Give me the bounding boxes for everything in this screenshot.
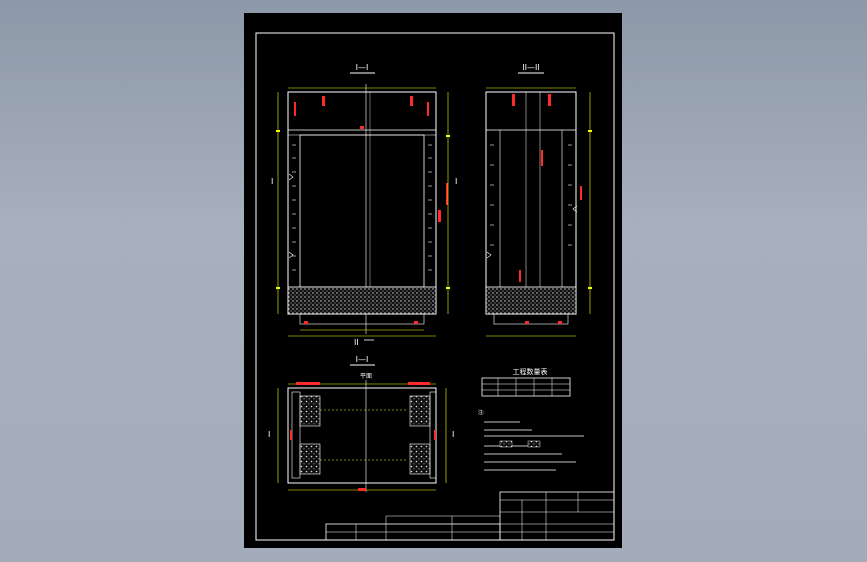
quantity-table: 工程数量表 [481,367,571,397]
plan-cut-label-left: I [268,430,270,439]
notes-heading: 注: [478,409,485,416]
section-1-view: I—I [271,63,457,347]
quantity-table-title: 工程数量表 [513,367,548,376]
section-2-view: II—II [485,63,592,337]
plan-title: I—I [356,355,369,364]
plan-cut-label-right: I [452,430,454,439]
section-1-cut-label-right: I [455,177,457,186]
section-1-cut-label-left: I [271,177,273,186]
title-block [325,491,615,541]
section-1-title: I—I [356,63,369,72]
notes-block: 注: [478,409,584,471]
section-2-title: II—II [522,63,539,72]
plan-subtitle: 平面 [360,373,372,380]
section-1-axis-label: II [354,338,359,347]
plan-view: I—I 平面 I I [268,355,454,492]
